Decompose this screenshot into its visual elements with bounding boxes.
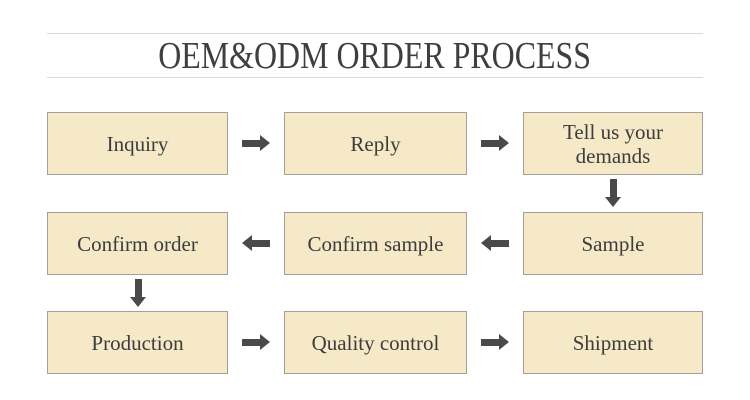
title-band: OEM&ODM ORDER PROCESS <box>47 33 703 78</box>
arrow-right-icon <box>481 135 509 151</box>
arrow-head <box>130 297 146 307</box>
arrow-down-icon <box>605 179 621 207</box>
arrow-head <box>260 334 270 350</box>
process-step-reply: Reply <box>284 112 467 175</box>
step-label: Confirm sample <box>307 231 444 256</box>
step-label: Reply <box>350 131 401 156</box>
step-label: Sample <box>581 231 645 256</box>
step-label: Tell us your demands <box>562 119 664 168</box>
process-step-tell-us-your-demands: Tell us your demands <box>523 112 703 175</box>
arrow-shaft <box>609 179 617 197</box>
process-step-confirm-sample: Confirm sample <box>284 212 467 275</box>
arrow-shaft <box>481 338 499 346</box>
step-label: Production <box>91 330 184 355</box>
arrow-head <box>242 235 252 251</box>
arrow-shaft <box>481 139 499 147</box>
arrow-right-icon <box>242 135 270 151</box>
arrow-right-icon <box>481 334 509 350</box>
arrow-head <box>481 235 491 251</box>
arrow-shaft <box>242 139 260 147</box>
process-step-production: Production <box>47 311 228 374</box>
process-step-quality-control: Quality control <box>284 311 467 374</box>
process-step-shipment: Shipment <box>523 311 703 374</box>
process-step-inquiry: Inquiry <box>47 112 228 175</box>
arrow-head <box>499 334 509 350</box>
arrow-shaft <box>242 338 260 346</box>
arrow-head <box>260 135 270 151</box>
arrow-shaft <box>491 239 509 247</box>
step-label: Confirm order <box>77 231 198 256</box>
arrow-head <box>499 135 509 151</box>
step-label: Inquiry <box>106 131 169 156</box>
arrow-right-icon <box>242 334 270 350</box>
arrow-down-icon <box>130 279 146 307</box>
page-title: OEM&ODM ORDER PROCESS <box>158 34 592 77</box>
arrow-left-icon <box>242 235 270 251</box>
arrow-shaft <box>134 279 142 297</box>
step-label: Shipment <box>572 330 654 355</box>
step-label: Quality control <box>311 330 440 355</box>
process-step-confirm-order: Confirm order <box>47 212 228 275</box>
arrow-head <box>605 197 621 207</box>
arrow-shaft <box>252 239 270 247</box>
arrow-left-icon <box>481 235 509 251</box>
process-step-sample: Sample <box>523 212 703 275</box>
